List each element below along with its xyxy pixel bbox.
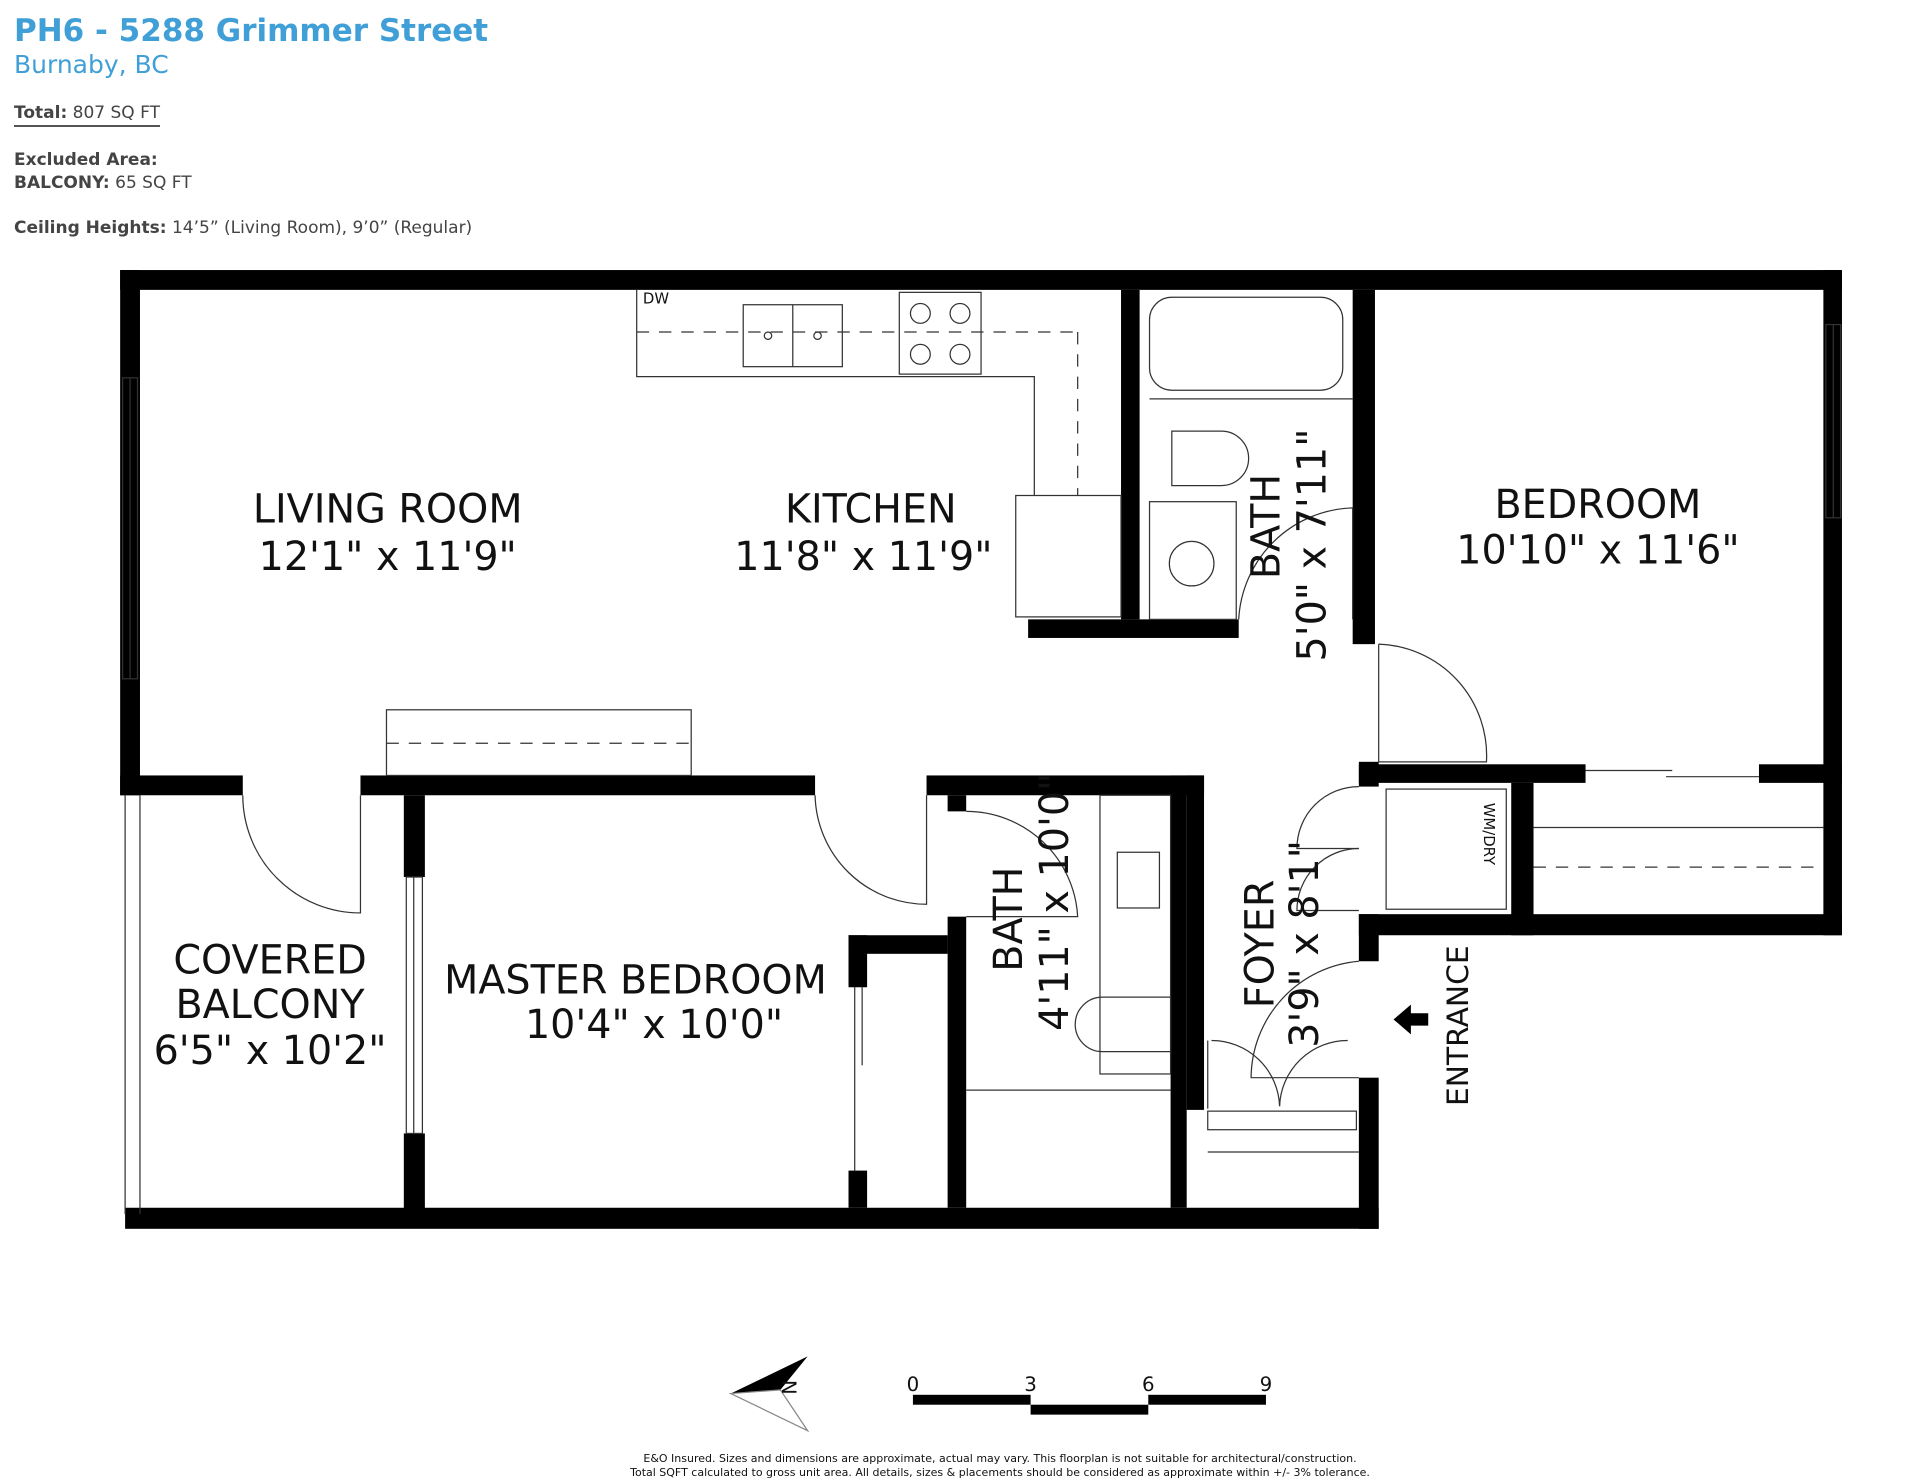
listing-title: PH6 - 5288 Grimmer Street	[14, 13, 489, 49]
scale-tick: 0	[907, 1373, 920, 1396]
scale-tick: 9	[1260, 1373, 1273, 1396]
ceiling-heights: Ceiling Heights: 14’5” (Living Room), 9’…	[14, 217, 488, 240]
north-arrow-icon: N	[728, 1356, 810, 1433]
foyer-name: FOYER	[1237, 880, 1283, 1009]
disclaimer-line-1: E&O Insured. Sizes and dimensions are ap…	[643, 1452, 1357, 1465]
kitchen-name: KITCHEN	[785, 487, 957, 533]
bedroom-name: BEDROOM	[1495, 482, 1702, 528]
balcony-value: 65 SQ FT	[115, 173, 192, 193]
ceiling-label: Ceiling Heights:	[14, 218, 167, 238]
balcony-label: BALCONY:	[14, 173, 110, 193]
scale-tick: 3	[1024, 1373, 1037, 1396]
living-room-dims: 12'1" x 11'9"	[259, 534, 517, 580]
bath1-dims: 5'0" x 7'11"	[1289, 429, 1335, 662]
scale-bar: 0 3 6 9	[907, 1373, 1273, 1415]
balcony-name-1: COVERED	[173, 938, 366, 984]
excluded-area-label: Excluded Area:	[14, 149, 488, 172]
dishwasher-label: DW	[643, 289, 669, 307]
disclaimer: E&O Insured. Sizes and dimensions are ap…	[0, 1452, 1920, 1480]
listing-header: PH6 - 5288 Grimmer Street Burnaby, BC To…	[14, 12, 488, 240]
bath2-name: BATH	[986, 867, 1032, 972]
total-value: 807 SQ FT	[72, 103, 160, 123]
balcony-area: BALCONY: 65 SQ FT	[14, 172, 488, 195]
living-room-name: LIVING ROOM	[253, 487, 523, 533]
total-area: Total: 807 SQ FT	[14, 102, 160, 127]
master-bedroom-name: MASTER BEDROOM	[444, 957, 827, 1003]
north-label: N	[778, 1380, 801, 1395]
balcony-dims: 6'5" x 10'2"	[154, 1028, 387, 1074]
washer-dryer-label: WM/DRY	[1480, 803, 1498, 866]
entrance-label: ENTRANCE	[1441, 945, 1476, 1106]
walls	[120, 270, 1842, 1229]
listing-city: Burnaby, BC	[14, 50, 169, 79]
entrance-arrow-icon	[1393, 1004, 1429, 1035]
excluded-label: Excluded Area:	[14, 150, 158, 170]
bedroom-dims: 10'10" x 11'6"	[1456, 528, 1739, 574]
kitchen-dims: 11'8" x 11'9"	[734, 534, 992, 580]
bath1-name: BATH	[1244, 474, 1290, 579]
balcony-name-2: BALCONY	[175, 982, 365, 1028]
fixtures	[122, 289, 1842, 1214]
foyer-dims: 3'9" x 8'1"	[1282, 840, 1328, 1048]
total-label: Total:	[14, 103, 68, 123]
scale-tick: 6	[1142, 1373, 1155, 1396]
disclaimer-line-2: Total SQFT calculated to gross unit area…	[630, 1466, 1370, 1479]
bath2-dims: 4'11" x 10'0"	[1032, 773, 1078, 1031]
master-bedroom-dims: 10'4" x 10'0"	[525, 1002, 783, 1048]
ceiling-value: 14’5” (Living Room), 9’0” (Regular)	[171, 218, 473, 238]
